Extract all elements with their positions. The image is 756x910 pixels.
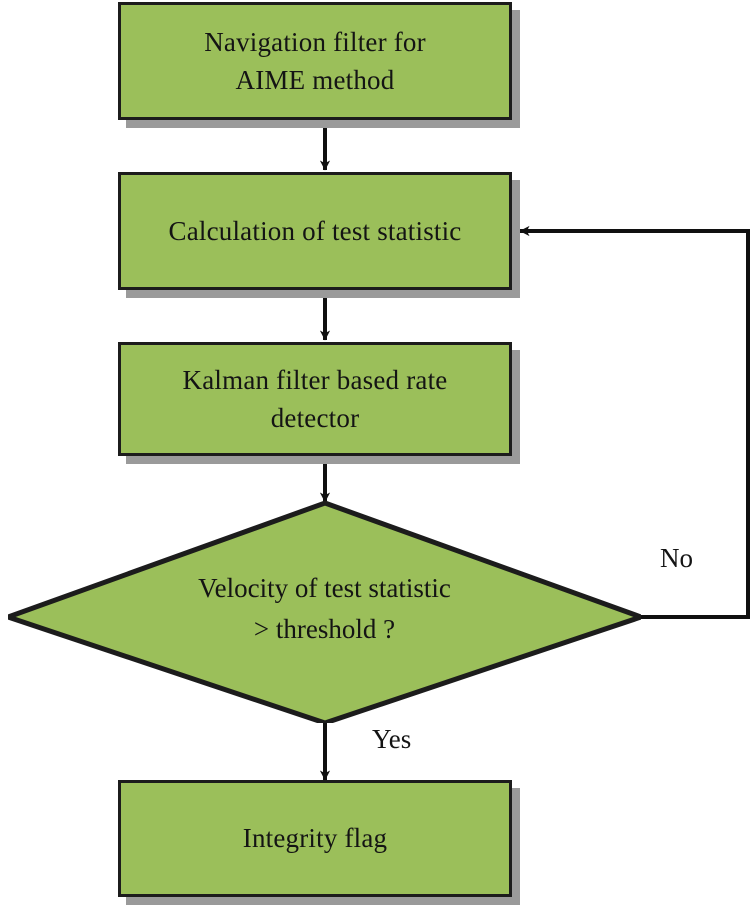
edge-label-no: No (660, 543, 693, 573)
node-integrity-flag-label: Integrity flag (242, 823, 388, 854)
node-navigation-filter[interactable]: Navigation filter for AIME method (118, 2, 512, 120)
node-rate-detector-label: Kalman filter based rate detector (182, 364, 448, 433)
node-threshold-decision-label: Velocity of test statistic > threshold ? (198, 573, 451, 644)
node-test-statistic-label: Calculation of test statistic (168, 215, 462, 246)
diamond-shape (8, 500, 641, 723)
node-rate-detector[interactable]: Kalman filter based rate detector (118, 342, 512, 456)
edge-label-yes: Yes (372, 724, 412, 754)
node-navigation-filter-label: Navigation filter for AIME method (204, 26, 426, 95)
node-test-statistic[interactable]: Calculation of test statistic (118, 172, 512, 290)
node-integrity-flag[interactable]: Integrity flag (118, 780, 512, 897)
node-threshold-decision[interactable]: Velocity of test statistic > threshold ? (8, 500, 641, 723)
